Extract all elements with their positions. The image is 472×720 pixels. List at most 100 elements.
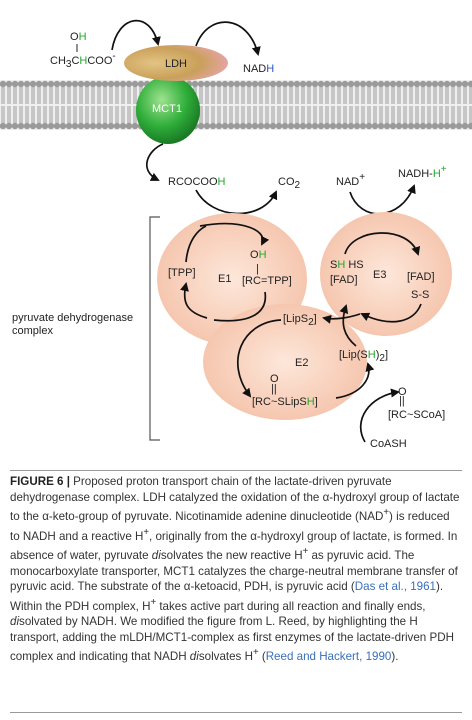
lipid-head (263, 80, 271, 88)
lipid-head (455, 122, 463, 130)
lipid-head (245, 80, 253, 88)
lipid-head (269, 80, 277, 88)
caption-text-7: takes active part during all reaction an… (156, 599, 426, 613)
e3-ss: S-S (411, 289, 429, 301)
lipid-head (203, 122, 211, 130)
lipid-head (467, 122, 472, 130)
lipid-head (269, 122, 277, 130)
lipid-head (257, 122, 265, 130)
lipid-head (47, 80, 55, 88)
lipid-head (101, 80, 109, 88)
lipid-head (131, 122, 139, 130)
lipid-head (323, 80, 331, 88)
lipid-head (107, 122, 115, 130)
lipid-head (119, 122, 127, 130)
lipid-head (413, 122, 421, 130)
lipid-head (113, 122, 121, 130)
lipid-head (125, 122, 133, 130)
lipid-head (89, 80, 97, 88)
lipid-head (305, 122, 313, 130)
lipid-head (425, 122, 433, 130)
lipid-head (251, 80, 259, 88)
e1-oh: OH (250, 249, 267, 261)
lipid-head (11, 80, 19, 88)
lipid-head (383, 122, 391, 130)
lipid-head (293, 122, 301, 130)
mct1-label: MCT1 (152, 103, 182, 115)
arrow-nad-to-nadh (349, 184, 416, 215)
lipid-head (359, 80, 367, 88)
lipid-head (65, 80, 73, 88)
complex-label-line1: pyruvate dehydrogenase (12, 312, 133, 324)
lipid-head (263, 122, 271, 130)
lipid-head (29, 80, 37, 88)
product-label: [RC~SCoA] (388, 409, 445, 421)
lipid-head (137, 80, 145, 88)
caption-ref-reed[interactable]: Reed and Hackert, 1990 (265, 650, 392, 664)
e2-lips2: [LipS2] (283, 313, 317, 328)
e2-acyl-o: O (270, 373, 279, 385)
lipid-head (329, 122, 337, 130)
lipid-head (41, 80, 49, 88)
e1-rc-tpp: [RC=TPP] (242, 275, 292, 287)
product-dbl: || (399, 395, 405, 407)
lipid-head (449, 80, 457, 88)
lipid-head (209, 122, 217, 130)
lipid-head (341, 122, 349, 130)
lipid-head (383, 80, 391, 88)
lipid-head (347, 122, 355, 130)
arrow-e1-cycle-right (213, 291, 267, 322)
lipid-head (203, 80, 211, 88)
lipid-head (455, 80, 463, 88)
lipid-head (65, 122, 73, 130)
mct1-transporter (136, 76, 200, 144)
lipid-head (35, 80, 43, 88)
membrane (0, 80, 472, 130)
arrow-lips2-to-acyl (236, 319, 282, 398)
lipid-head (281, 80, 289, 88)
e2-acyl-dbl: || (271, 383, 277, 395)
lipid-head (287, 122, 295, 130)
complex-bracket (149, 216, 160, 441)
lipid-head (209, 80, 217, 88)
lipid-head (119, 80, 127, 88)
lipid-head (389, 80, 397, 88)
lipid-head (251, 122, 259, 130)
lipid-head (335, 122, 343, 130)
lipid-head (59, 80, 67, 88)
lipid-head (215, 122, 223, 130)
lipid-head (47, 122, 55, 130)
lipid-head (95, 80, 103, 88)
lipid-head (23, 80, 31, 88)
complex-label-line2: complex (12, 325, 53, 337)
caption-italic-1: di (151, 548, 161, 562)
ldh-label: LDH (165, 58, 187, 70)
lipid-head (77, 122, 85, 130)
caption-text-8: solvated by NADH. We modified the figure… (10, 615, 454, 664)
lactate-formula: CH3CHCOO- (50, 51, 116, 70)
caption-sup-4: + (150, 596, 157, 608)
membrane-heads-top (0, 80, 472, 88)
arrow-acyl-to-lipsh2 (335, 362, 375, 399)
lipid-head (35, 122, 43, 130)
lipid-head (221, 122, 229, 130)
lipid-head (389, 122, 397, 130)
lipid-head (419, 122, 427, 130)
caption-ref-das[interactable]: Das et al., 1961 (354, 580, 436, 594)
pyruvate-label: RCOCOOH (168, 176, 226, 188)
caption-text-9: solvates H (198, 650, 253, 664)
lipid-head (113, 80, 121, 88)
lactate-oh: OH (70, 31, 87, 43)
lipid-head (41, 122, 49, 130)
arrow-e1-cycle-left (180, 282, 208, 319)
co2-label: CO2 (278, 176, 301, 191)
caption-sup-2: + (143, 526, 150, 538)
lipid-head (215, 80, 223, 88)
caption-text-3: , originally from the α-hydroxyl group o… (10, 529, 458, 562)
lipid-head (365, 80, 373, 88)
lipid-head (335, 80, 343, 88)
e1-bond: | (256, 263, 259, 275)
lipid-head (95, 122, 103, 130)
lipid-head (353, 122, 361, 130)
lipid-head (5, 80, 13, 88)
